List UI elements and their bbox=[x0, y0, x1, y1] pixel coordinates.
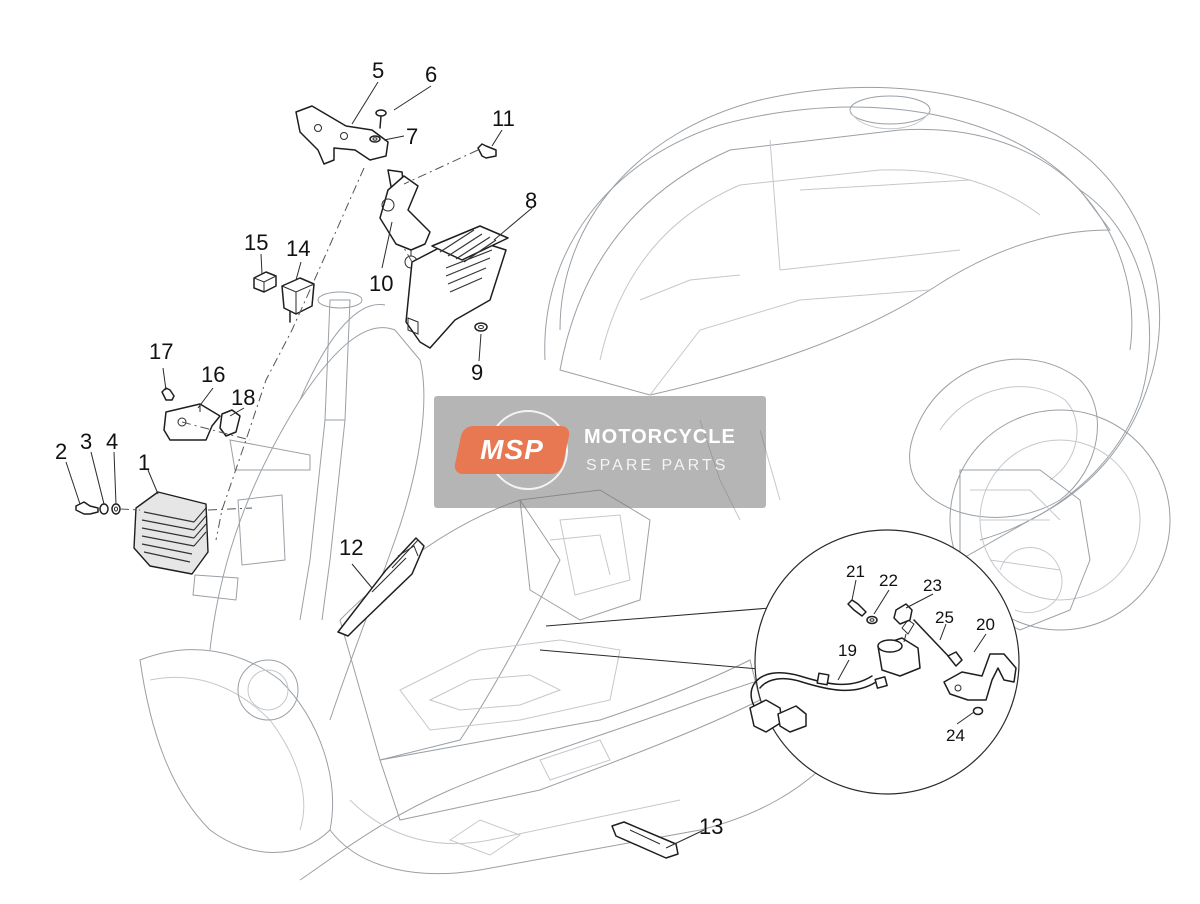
part-18-clip bbox=[219, 409, 241, 437]
part-2-bolt bbox=[75, 501, 99, 515]
part-15-connector bbox=[253, 271, 277, 293]
part-25-bolt bbox=[913, 619, 963, 667]
callout-12: 12 bbox=[339, 535, 363, 560]
callout-15: 15 bbox=[244, 230, 268, 255]
callout-6: 6 bbox=[425, 62, 437, 87]
part-20-bracket bbox=[943, 653, 1017, 701]
callout-11: 11 bbox=[492, 106, 515, 131]
part-3-washer bbox=[99, 503, 109, 515]
part-9-nut bbox=[474, 322, 488, 332]
callout-4: 4 bbox=[106, 429, 118, 454]
callout-20: 20 bbox=[976, 615, 995, 634]
part-6-screw bbox=[375, 109, 387, 129]
part-10-bracket bbox=[379, 175, 431, 269]
part-12-cover bbox=[337, 537, 425, 637]
callout-23: 23 bbox=[923, 576, 942, 595]
callout-3: 3 bbox=[80, 429, 92, 454]
callout-8: 8 bbox=[525, 188, 537, 213]
callout-labels: 1 2 3 4 5 6 7 8 9 10 11 12 13 14 15 16 1… bbox=[55, 58, 995, 839]
callout-7: 7 bbox=[406, 124, 418, 149]
callout-14: 14 bbox=[286, 236, 310, 261]
callout-2: 2 bbox=[55, 439, 67, 464]
part-13-cover bbox=[611, 821, 679, 859]
part-24-nut bbox=[972, 706, 984, 716]
part-23-terminal bbox=[893, 603, 913, 625]
ignition-detail-inset bbox=[539, 529, 1020, 795]
callout-9: 9 bbox=[471, 360, 483, 385]
part-22-washer bbox=[866, 615, 878, 625]
callout-13: 13 bbox=[699, 814, 723, 839]
part-5-bracket bbox=[295, 105, 405, 193]
callout-18: 18 bbox=[231, 385, 255, 410]
part-19-ht-cable bbox=[749, 671, 888, 733]
leader-lines bbox=[65, 81, 705, 849]
callout-5: 5 bbox=[372, 58, 384, 83]
callout-10: 10 bbox=[369, 271, 393, 296]
callout-16: 16 bbox=[201, 362, 225, 387]
ignition-coil bbox=[877, 619, 921, 677]
part-7-washer bbox=[369, 135, 381, 143]
watermark-badge: MSP MOTORCYCLE SPARE PARTS bbox=[434, 396, 766, 508]
callout-25: 25 bbox=[935, 608, 954, 627]
msp-logo-text: MSP bbox=[480, 434, 544, 465]
callout-24: 24 bbox=[946, 726, 965, 745]
part-4-washer bbox=[111, 503, 121, 515]
watermark-line-2: SPARE PARTS bbox=[586, 457, 729, 474]
part-11-screw bbox=[477, 143, 497, 159]
part-8-control-module bbox=[405, 225, 509, 349]
callout-21: 21 bbox=[846, 562, 865, 581]
callout-1: 1 bbox=[138, 450, 150, 475]
callout-22: 22 bbox=[879, 571, 898, 590]
msp-logo: MSP bbox=[452, 426, 572, 474]
part-17-screw bbox=[161, 387, 175, 401]
part-14-relay bbox=[281, 277, 315, 323]
callout-19: 19 bbox=[838, 641, 857, 660]
callout-17: 17 bbox=[149, 339, 173, 364]
part-1-voltage-regulator bbox=[133, 491, 209, 575]
watermark-line-1: MOTORCYCLE bbox=[584, 426, 736, 448]
part-16-bracket bbox=[163, 403, 221, 441]
